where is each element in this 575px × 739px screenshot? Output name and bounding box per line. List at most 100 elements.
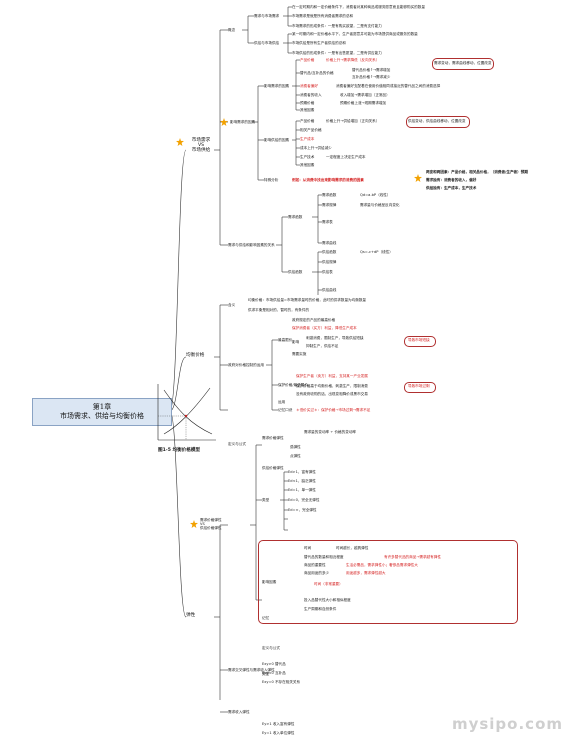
cross-def-label: 定义与公式 [262,646,280,650]
key-point-2: 需求独有：消费者的收入，偏好 [426,178,477,182]
price-floor-node[interactable]: 保护价格/最低限价 [278,383,308,387]
relation-node[interactable]: 需求与供给和影响因素的关系 [228,243,275,247]
ceiling-effect-label: 影响 [292,340,300,344]
supply-factors-node[interactable]: 影响供给的因素 [264,138,290,142]
meaning-text: 均衡价格：市场供给量=市场需求量时的价格，此时的供求数量为均衡数量 [248,298,367,302]
ceiling-target: 保护消费者（买方）利益，降低生产成本 [292,326,357,330]
supply-func-text: Qs=-c+dP（线性） [360,250,393,254]
memory-node[interactable]: 记忆口诀 [278,408,293,412]
queue-label: 需要实施 [292,352,307,356]
demand-note-box [432,58,494,70]
supply-price-effect: 价格上升→供给增加（正向关系） [326,119,380,123]
tech-effect: 一定程度上决定生产成本 [326,155,366,159]
star-icon [220,118,228,126]
types-node[interactable]: 类型 [262,498,270,502]
price-effect: 价格上升→需求降低（反向关系） [326,58,380,62]
other2-label: 其他因素 [300,163,315,167]
expected-price-label: 预期价格 [300,101,315,105]
ceiling-note-box [404,336,436,347]
cross-node[interactable]: 需求交叉弹性与需求收入弹性 [228,668,275,672]
floor-target: 保护生产者（卖方）利益，支持某一产业发展 [296,374,368,378]
factors-node[interactable]: 影响因素 [262,580,277,584]
meaning-text2: 供求平衡是相对的，暂时的，有条件的 [248,308,310,312]
market-supply-def: 市场供给是所有生产者供给的总和 [292,41,346,45]
supply-def2: 市场供给的形成条件：一是有出售愿望，二是有供应能力 [292,51,382,55]
price-control-node[interactable]: 政府对价格控制的运用 [228,363,264,367]
branch-elasticity[interactable]: 弹性 [186,613,196,618]
price-ceiling-node[interactable]: 最高限价 [278,338,293,342]
demand-change-note: 需求变动，需求曲线移动，位置改变 [434,61,492,65]
supply-func-node[interactable]: 供给函数 [288,270,303,274]
cost-effect: 成本上升→供给减少 [300,146,332,150]
supply-curve-label: 供给曲线 [322,288,337,292]
preference-label: 消费者偏好 [300,84,318,88]
factor-importance: 商品的重要性 [304,563,326,567]
factor-cycle: 生产周期和自然条件 [304,607,337,611]
memory-text: ＊低价买过＊：保护价格→市场过剩→需求不足 [296,408,371,412]
special-text: 例如：从消费中找出来影响需求的消费的因素 [292,178,364,182]
supply-table-label: 供给表 [322,270,333,274]
demand-curve-line [163,389,213,435]
supply-change-note: 供给变动，供给曲线移动，位置改变 [408,119,466,123]
demand-curve-label: 需求曲线 [322,241,337,245]
star-icon [414,174,422,182]
factors-node[interactable]: 影响需求的因素 [230,120,256,124]
ed-5: Ed=∞，完全弹性 [288,508,317,512]
meaning-node[interactable]: 含义 [228,303,236,307]
factor-substitutes: 替代品的数量和相近程度 [304,555,344,559]
factor-time-supply: 时间（非常重要） [314,582,343,586]
sub-price-up: 替代品价格↑→需求增加 [352,68,391,72]
watermark: mysipo.com [451,715,563,733]
demand-market-node[interactable]: 需求与市场需求 [254,14,280,18]
supply-market-node[interactable]: 供给与市场供给 [254,41,280,45]
supply-elasticity-label: 供给价格弹性 [262,466,284,470]
ceiling-note: 导致市场短缺 [408,338,430,342]
ed-1: Ed>1，富有弹性 [288,470,316,474]
supply-law-label: 供给规律 [322,260,337,264]
other-label: 其他因素 [300,108,315,112]
demand-table-label: 需求表 [322,220,333,224]
factor-substitutes-text: 有许多替代品的商品→需求越有弹性 [384,555,441,559]
concept-node[interactable]: 概念 [228,28,236,32]
floor-extra: 没有政府收购的话，出现变相降价或黑市交易 [296,392,368,396]
cross-types-label: 类型 [262,672,270,676]
cost-label: 生产成本 [300,137,315,141]
substitute-label: 替代品/互补品的价格 [300,71,334,75]
key-point-1: 两变和两因素：产品价格，相关品价格，（消费者/生产者）预期 [426,170,528,174]
demand-elasticity-label: 需求价格弹性 [262,436,284,440]
demand-def: 在一定时期内和一定价格条件下，消费者对某种商品或服务愿意而且能够购买的数量 [292,5,425,9]
usage-node[interactable]: 运用 [278,400,286,404]
exy-2: Exy<0 互补品 [262,671,286,675]
comp-price-up: 互补品价格↑→需求减少 [352,75,391,79]
supply-func-label: 供给函数 [322,250,337,254]
factor-time: 时间 [304,546,312,550]
elasticity-vs-node[interactable]: 需求价格弹性 VS 供给价格弹性 [200,518,222,530]
branch-equilibrium[interactable]: 均衡价格 [186,353,205,358]
branch-supply-demand[interactable]: 市场需求 VS 市场供给 [191,138,211,153]
income-1: Ey>1 收入富有弹性 [262,722,295,726]
equilibrium-graph [157,384,216,441]
factor-uses: 商品用途的多少 [304,571,330,575]
factor-importance-text: 生活必需品，需求弹性小；奢侈品需求弹性大 [346,563,418,567]
pref-effect: 消费者偏好支配着在使用价值相同或接近的替代品之间的消费选择 [336,84,441,88]
factors-highlight-box [258,540,518,624]
demand-func-node[interactable]: 需求函数 [288,215,303,219]
root-node[interactable]: 第1章 市场需求、供给与均衡价格 [32,398,172,426]
exp-effect: 预期价格上涨→现期需求增加 [340,101,387,105]
income-label: 消费者的收入 [300,93,322,97]
product-price-label: 产品价格 [300,58,315,62]
demand-factors-node[interactable]: 影响需求的因素 [264,84,290,88]
floor-effect: 保护价格高于均衡价格，刺激生产，限制消费 [296,384,368,388]
related-price-label: 相关产品价格 [300,128,322,132]
ed-4: Ed=0，完全无弹性 [288,498,320,502]
defs-node[interactable]: 定义与公式 [228,442,246,446]
factor-inputs: 投入品替代性大小和相似程度 [304,598,351,602]
exy-3: Exy=0 不存在相关关系 [262,680,301,684]
supply-def: 某一时期内和一定价格水平下，生产者愿意并可能为市场提供商品或服务的数量 [292,32,418,36]
point-label: 点弹性 [290,454,301,458]
ed-3: Ed=1，单一弹性 [288,488,316,492]
income-elasticity-node[interactable]: 需求收入弹性 [228,710,250,714]
exy-1: Exy>0 替代品 [262,662,286,666]
special-node[interactable]: 特殊分析 [264,178,279,182]
